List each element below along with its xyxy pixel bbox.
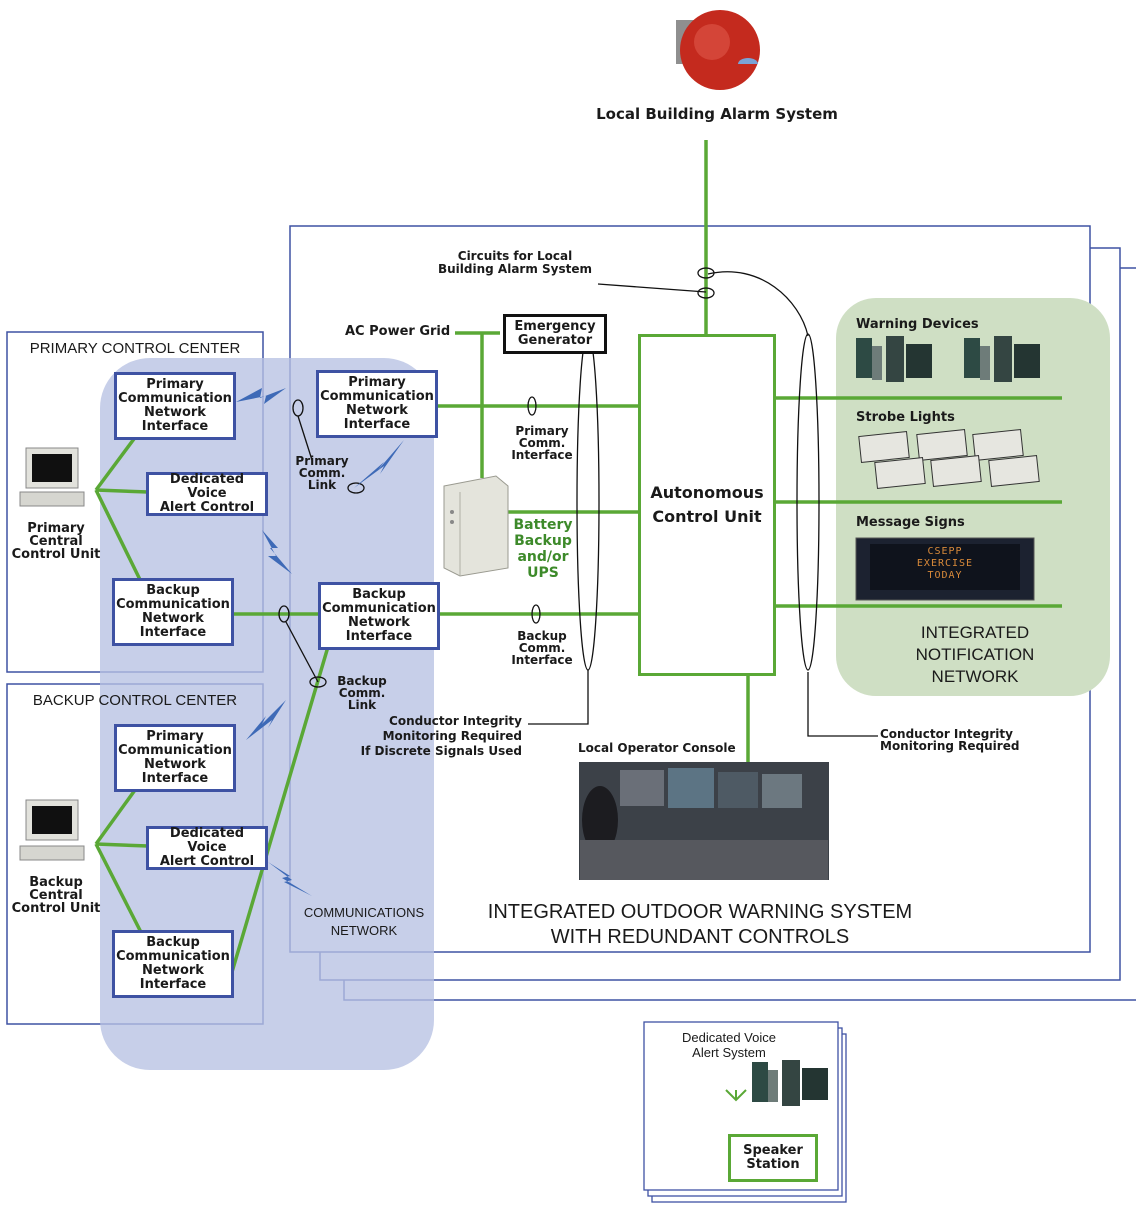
strobe-lights-label: Strobe Lights [856, 410, 955, 425]
voice-alert-system-title: Dedicated Voice Alert System [682, 1030, 776, 1060]
primary-comm-link-label: Primary Comm. Link [295, 454, 349, 492]
backup-control-center-title: BACKUP CONTROL CENTER [32, 692, 238, 709]
system-title: INTEGRATED OUTDOOR WARNING SYSTEM WITH R… [487, 901, 913, 948]
strobe-light-icon [858, 429, 1040, 489]
autonomous-control-unit: Autonomous Control Unit [638, 334, 776, 676]
siren-icon [752, 1060, 828, 1106]
notification-network-label: INTEGRATED NOTIFICATION NETWORK [915, 623, 1035, 686]
sign-line-1: CSEPP [927, 546, 963, 557]
message-sign-text: CSEPP EXERCISE TODAY [870, 546, 1020, 582]
sign-line-2: EXERCISE [916, 558, 974, 569]
lightning-bolt-icon [268, 862, 312, 896]
primary-control-center-title: PRIMARY CONTROL CENTER [29, 340, 241, 357]
ups-label: Battery Backup and/or UPS [513, 517, 573, 581]
message-signs-label: Message Signs [856, 515, 965, 530]
alarm-bell-icon [676, 10, 760, 90]
siren-icon [856, 336, 1040, 382]
computer-icon [19, 447, 85, 507]
ups-icon [443, 475, 509, 577]
console-photo [579, 762, 829, 880]
sign-line-3: TODAY [927, 570, 963, 581]
primary-central-control-unit-label: Primary Central Control Unit [11, 521, 101, 562]
emergency-generator-box: Emergency Generator [503, 314, 607, 354]
conductor-left-label: Conductor Integrity Monitoring Required … [360, 714, 522, 758]
computer-icon [19, 799, 85, 861]
backup-center-primary-interface: Primary Communication Network Interface [114, 724, 236, 792]
primary-center-backup-interface: Backup Communication Network Interface [112, 578, 234, 646]
ac-power-grid-label: AC Power Grid [345, 324, 451, 339]
primary-center-voice-control: Dedicated Voice Alert Control [146, 472, 268, 516]
lightning-bolt-icon [262, 530, 292, 574]
lightning-bolt-icon [246, 700, 286, 740]
primary-center-primary-interface: Primary Communication Network Interface [114, 372, 236, 440]
communications-network-region [100, 358, 434, 1070]
voice-alert-frames [643, 1021, 847, 1203]
backup-comm-link-label: Backup Comm. Link [337, 674, 387, 712]
conductor-right-label: Conductor Integrity Monitoring Required [880, 727, 1020, 753]
communications-network-label: COMMUNICATIONS NETWORK [303, 905, 425, 938]
site-backup-interface: Backup Communication Network Interface [318, 582, 440, 650]
warning-devices-label: Warning Devices [856, 317, 979, 332]
antenna-icon [725, 1089, 747, 1102]
message-sign-icon [855, 537, 1035, 601]
speaker-station-box: Speaker Station [728, 1134, 818, 1182]
backup-center-backup-interface: Backup Communication Network Interface [112, 930, 234, 998]
local-building-alarm-label: Local Building Alarm System [596, 105, 838, 123]
site-primary-interface: Primary Communication Network Interface [316, 370, 438, 438]
backup-central-control-unit-label: Backup Central Control Unit [11, 875, 101, 916]
local-operator-console-label: Local Operator Console [578, 741, 736, 755]
backup-center-voice-control: Dedicated Voice Alert Control [146, 826, 268, 870]
circuits-label: Circuits for Local Building Alarm System [437, 249, 592, 276]
backup-comm-interface-label: Backup Comm. Interface [511, 629, 573, 667]
lightning-bolt-icon [236, 388, 286, 404]
primary-comm-interface-label: Primary Comm. Interface [511, 424, 573, 462]
